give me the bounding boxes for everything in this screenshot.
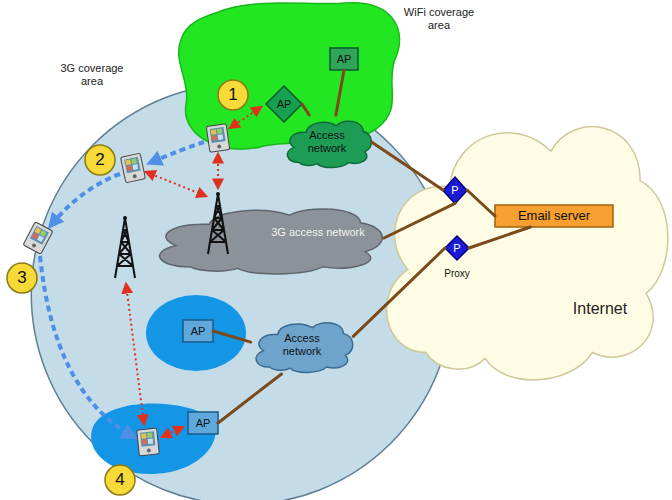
callout-number: 1 xyxy=(228,85,237,105)
access-point-outline xyxy=(188,412,218,434)
mobile-device xyxy=(206,124,229,153)
node-label: AP xyxy=(196,417,211,430)
node-label: Access network xyxy=(297,129,357,154)
text-holder: Access network xyxy=(283,115,372,169)
text-holder: AP xyxy=(266,86,302,122)
text-holder: AP xyxy=(183,320,213,342)
radio-link xyxy=(217,154,219,188)
proxy-diamond-outline xyxy=(445,236,469,260)
node-label: AP xyxy=(337,53,352,66)
text-holder: 1 xyxy=(218,80,248,110)
mobile-device xyxy=(23,222,53,254)
node-label: Internet xyxy=(573,300,627,318)
movement-path xyxy=(52,174,120,224)
text-holder: AP xyxy=(188,412,218,434)
callout-circle xyxy=(7,80,248,495)
wifi-coverage xyxy=(146,295,246,371)
cell-tower xyxy=(115,216,135,278)
node-label: Access network xyxy=(267,332,337,357)
access-network-outline xyxy=(256,323,353,373)
network-link xyxy=(336,70,344,115)
text-holder: 3G access network xyxy=(268,222,368,240)
network-link xyxy=(302,104,309,115)
text-holder: Email server xyxy=(495,205,613,227)
callout-circle xyxy=(7,263,37,293)
access-network-outline xyxy=(287,121,371,167)
node-label: AP xyxy=(191,325,206,338)
text-holder: WiFi coverage area xyxy=(394,6,484,33)
radio-link xyxy=(126,284,144,424)
access-network-outline xyxy=(160,209,383,274)
network-link xyxy=(353,248,445,336)
network-link xyxy=(218,374,282,423)
text-holder: 4 xyxy=(105,465,135,495)
access-network: Access network xyxy=(251,316,354,374)
access-point: AP xyxy=(330,48,358,70)
callout-circle xyxy=(85,145,115,175)
text-holder: Proxy xyxy=(433,263,481,281)
node-label: WiFi coverage area xyxy=(394,6,484,31)
internet-cloud-shape xyxy=(372,92,670,388)
access-point: AP xyxy=(188,412,218,434)
internet-cloud: InternetPEmail serverPProxy xyxy=(372,92,670,388)
callout-number: 2 xyxy=(95,150,104,170)
network-link xyxy=(467,190,495,216)
access-network: 3G access network xyxy=(148,200,384,276)
proxy-diamond: P xyxy=(443,177,467,204)
server-box-outline xyxy=(495,205,613,227)
access-point: AP xyxy=(266,86,302,122)
radio-link xyxy=(146,172,206,196)
network-link xyxy=(469,227,530,248)
network-link xyxy=(213,331,251,342)
text-holder: Internet xyxy=(550,300,650,318)
radio-link xyxy=(162,427,183,437)
proxy-diamond: P Proxy xyxy=(433,236,481,280)
network-link xyxy=(384,203,455,238)
node-label: 3G access network xyxy=(271,226,365,239)
internet-cloud-outline xyxy=(387,127,668,380)
node-label: P xyxy=(453,242,460,255)
mobile-device xyxy=(121,153,146,183)
text-holder: P xyxy=(443,177,467,204)
text-holder: 3 xyxy=(7,263,37,293)
text-holder: 2 xyxy=(85,145,115,175)
callout-circle xyxy=(218,80,248,110)
proxy-diamond-outline xyxy=(443,177,467,204)
text-holder: Access network xyxy=(251,316,354,374)
node-label: P xyxy=(451,184,458,197)
text-holder: 3G coverage area xyxy=(48,62,136,89)
callout-circle xyxy=(105,465,135,495)
access-point-outline xyxy=(183,320,213,342)
node-label: Email server xyxy=(518,209,590,224)
callout-number: 3 xyxy=(17,268,26,288)
access-point-outline xyxy=(266,86,302,122)
movement-path xyxy=(152,142,204,162)
access-point: AP xyxy=(183,320,213,342)
movement-path xyxy=(40,256,132,436)
node-label: 3G coverage area xyxy=(48,62,136,87)
cell-tower xyxy=(208,192,228,254)
access-point-outline xyxy=(330,48,358,70)
access-network: Access network xyxy=(283,115,372,169)
text-holder: AP xyxy=(330,48,358,70)
radio-link xyxy=(126,107,261,437)
server-box: Email server xyxy=(495,205,613,227)
mobile-device xyxy=(137,428,160,456)
node-label: AP xyxy=(277,98,292,111)
node-label: Proxy xyxy=(444,268,470,280)
callout-number: 4 xyxy=(115,470,124,490)
text-holder: P xyxy=(433,236,481,260)
network-link xyxy=(372,142,444,190)
